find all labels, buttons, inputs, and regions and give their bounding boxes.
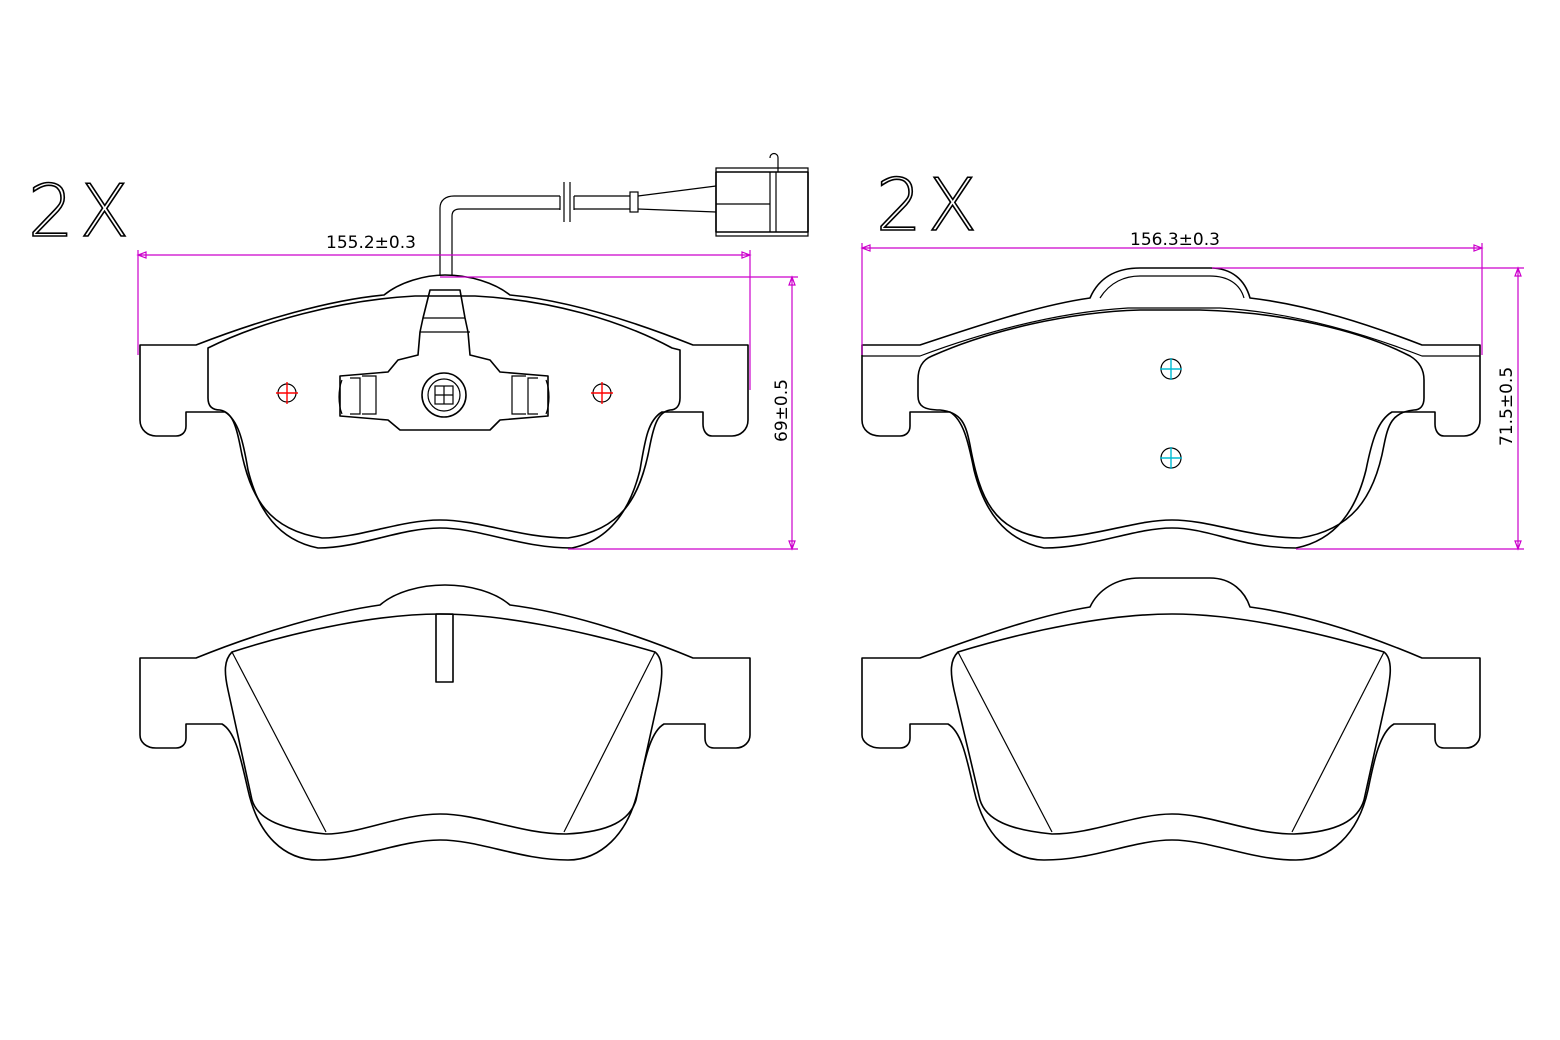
- right-pad-backing-plate: [861, 267, 1481, 549]
- left-pad-hole-left: [276, 382, 298, 404]
- left-bottom-friction-outline: [224, 613, 663, 835]
- right-pad-top-view: [861, 267, 1481, 549]
- left-pad-dimensions: 155.2±0.3 69±0.5: [136, 233, 798, 551]
- right-pad-top-tab-inner: [1099, 275, 1245, 299]
- left-sensor-clip: [339, 289, 549, 431]
- left-bottom-chamfer-left: [231, 651, 327, 833]
- right-quantity-label: 2X: [876, 163, 983, 247]
- left-width-dimension: 155.2±0.3: [326, 233, 416, 253]
- left-bottom-chamfer-right: [563, 651, 656, 833]
- left-wear-sensor-wire: [439, 195, 630, 275]
- right-pad-hole-top: [1160, 358, 1182, 380]
- right-pad-backing-plate-inner-rim: [862, 307, 1480, 357]
- left-pad-hole-right: [591, 382, 613, 404]
- right-width-dimension: 156.3±0.3: [1130, 230, 1220, 250]
- left-sensor-clip-neck: [420, 317, 470, 333]
- left-pad-friction-outline: [207, 295, 681, 539]
- right-pad-bottom-view: [861, 577, 1481, 861]
- right-bottom-friction-outline: [950, 613, 1392, 835]
- left-pad-top-view: [139, 152, 809, 549]
- left-wire-to-connector: [637, 185, 717, 213]
- left-sensor-connector-detail: [715, 152, 809, 237]
- right-bottom-chamfer-left: [957, 651, 1053, 833]
- right-pad-friction-outline: [917, 309, 1425, 539]
- right-pad-hole-bottom: [1160, 447, 1182, 469]
- right-bottom-chamfer-right: [1291, 651, 1385, 833]
- left-quantity-label: 2X: [28, 169, 135, 253]
- left-clip-tab-left: [338, 375, 377, 415]
- right-height-dimension: 71.5±0.5: [1497, 367, 1517, 446]
- left-sensor-plug-outer: [421, 372, 467, 418]
- right-bottom-backing-plate: [861, 577, 1481, 861]
- left-pad-backing-plate: [139, 274, 749, 549]
- right-pad-dimensions: 156.3±0.3 71.5±0.5: [860, 230, 1524, 551]
- right-width-dimension-line: [860, 243, 1484, 355]
- left-sensor-connector: [715, 171, 809, 233]
- left-bottom-backing-plate: [139, 584, 751, 861]
- left-wire-break-mark: [563, 182, 571, 222]
- left-pad-bottom-view: [139, 584, 751, 861]
- left-wire-crimp: [629, 191, 639, 213]
- left-bottom-slot: [435, 613, 454, 683]
- left-wear-sensor-wire-lower: [451, 208, 630, 275]
- left-height-dimension-line: [440, 275, 798, 551]
- right-height-dimension-line: [1212, 266, 1524, 551]
- left-sensor-plug-inner: [427, 378, 461, 412]
- left-clip-tab-right: [511, 375, 550, 415]
- left-height-dimension: 69±0.5: [772, 379, 792, 442]
- left-sensor-plug-cross: [435, 386, 453, 404]
- left-width-dimension-line: [136, 250, 752, 390]
